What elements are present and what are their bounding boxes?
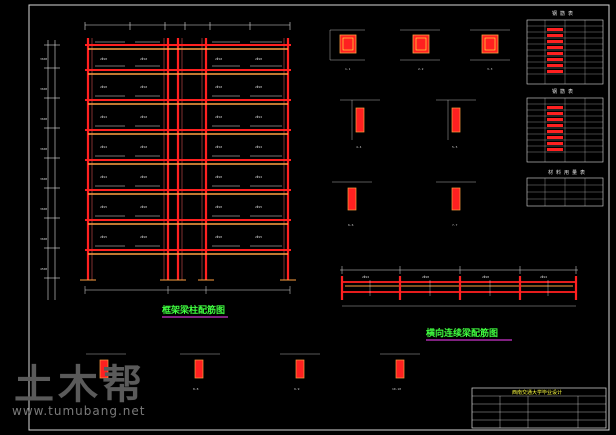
svg-text:4500: 4500: [40, 267, 47, 271]
svg-text:2Φ18: 2Φ18: [140, 57, 147, 61]
svg-text:2Φ20: 2Φ20: [215, 235, 222, 239]
svg-text:2Φ18: 2Φ18: [140, 85, 147, 89]
svg-text:2Φ20: 2Φ20: [140, 205, 147, 209]
svg-text:2Φ20: 2Φ20: [215, 175, 222, 179]
svg-text:材 料 用 量 表: 材 料 用 量 表: [548, 169, 585, 176]
svg-text:2Φ20: 2Φ20: [422, 275, 429, 279]
svg-text:2Φ18: 2Φ18: [215, 115, 222, 119]
svg-text:3600: 3600: [40, 177, 47, 181]
svg-text:2Φ22: 2Φ22: [255, 115, 262, 119]
svg-text:8-8: 8-8: [193, 387, 199, 391]
svg-text:2Φ22: 2Φ22: [255, 175, 262, 179]
svg-text:6-6: 6-6: [348, 223, 354, 227]
svg-text:3600: 3600: [40, 57, 47, 61]
svg-text:2Φ18: 2Φ18: [215, 85, 222, 89]
svg-text:2Φ20: 2Φ20: [255, 57, 262, 61]
svg-text:2Φ20: 2Φ20: [100, 85, 107, 89]
bottom-sections: 8-8 9-9 10-10: [86, 353, 420, 391]
svg-text:2Φ20: 2Φ20: [100, 57, 107, 61]
svg-text:9-9: 9-9: [294, 387, 300, 391]
svg-text:2Φ22: 2Φ22: [255, 145, 262, 149]
svg-text:3600: 3600: [40, 237, 47, 241]
svg-text:钢 筋 表: 钢 筋 表: [552, 88, 573, 95]
svg-text:2Φ22: 2Φ22: [362, 275, 369, 279]
svg-text:2Φ20: 2Φ20: [255, 85, 262, 89]
svg-text:2Φ22: 2Φ22: [100, 175, 107, 179]
svg-text:2Φ25: 2Φ25: [100, 205, 107, 209]
column-sections: 1-1 2-2 3-3: [329, 29, 510, 71]
svg-text:3600: 3600: [40, 87, 47, 91]
svg-text:2Φ20: 2Φ20: [215, 205, 222, 209]
svg-text:2-2: 2-2: [418, 67, 424, 71]
svg-text:2Φ18: 2Φ18: [140, 145, 147, 149]
beam-sections: 4-4 5-5 6-6 7-7: [332, 99, 476, 227]
svg-text:2Φ25: 2Φ25: [100, 235, 107, 239]
svg-text:2Φ20: 2Φ20: [482, 275, 489, 279]
svg-text:4-4: 4-4: [356, 145, 362, 149]
svg-text:1-1: 1-1: [345, 67, 351, 71]
section-title: 横向连续梁配筋图: [426, 327, 498, 339]
svg-text:3600: 3600: [40, 207, 47, 211]
svg-text:2Φ22: 2Φ22: [100, 145, 107, 149]
svg-text:2Φ22: 2Φ22: [540, 275, 547, 279]
svg-text:2Φ18: 2Φ18: [140, 115, 147, 119]
title-block: 西南交通大学毕业设计: [471, 387, 607, 429]
svg-text:3-3: 3-3: [487, 67, 493, 71]
rebar-tables: 钢 筋 表 钢 筋 表: [526, 10, 604, 207]
svg-text:10-10: 10-10: [392, 387, 401, 391]
drawing-border: [28, 4, 610, 431]
continuous-beam: 2Φ22 2Φ20 2Φ20 2Φ22: [340, 266, 578, 307]
svg-text:2Φ25: 2Φ25: [255, 235, 262, 239]
tumubang-logo: 土木帮: [14, 361, 146, 404]
svg-text:2Φ18: 2Φ18: [215, 57, 222, 61]
frame-title: 框架梁柱配筋图: [162, 304, 225, 316]
svg-text:2Φ25: 2Φ25: [255, 205, 262, 209]
watermark-url: www.tumubang.net: [12, 404, 146, 418]
svg-text:2Φ20: 2Φ20: [140, 175, 147, 179]
svg-text:2Φ22: 2Φ22: [100, 115, 107, 119]
svg-text:5-5: 5-5: [452, 145, 458, 149]
logo-text: 土木帮: [14, 361, 146, 404]
svg-text:2Φ20: 2Φ20: [140, 235, 147, 239]
svg-text:2Φ18: 2Φ18: [215, 145, 222, 149]
svg-text:7-7: 7-7: [452, 223, 458, 227]
frame-elevation: 3600 3600 3600 3600 3600 3600 3600 4500: [40, 22, 296, 300]
title-block-header: 西南交通大学毕业设计: [512, 389, 562, 396]
svg-text:3600: 3600: [40, 117, 47, 121]
svg-text:钢 筋 表: 钢 筋 表: [552, 10, 573, 17]
svg-text:3600: 3600: [40, 147, 47, 151]
